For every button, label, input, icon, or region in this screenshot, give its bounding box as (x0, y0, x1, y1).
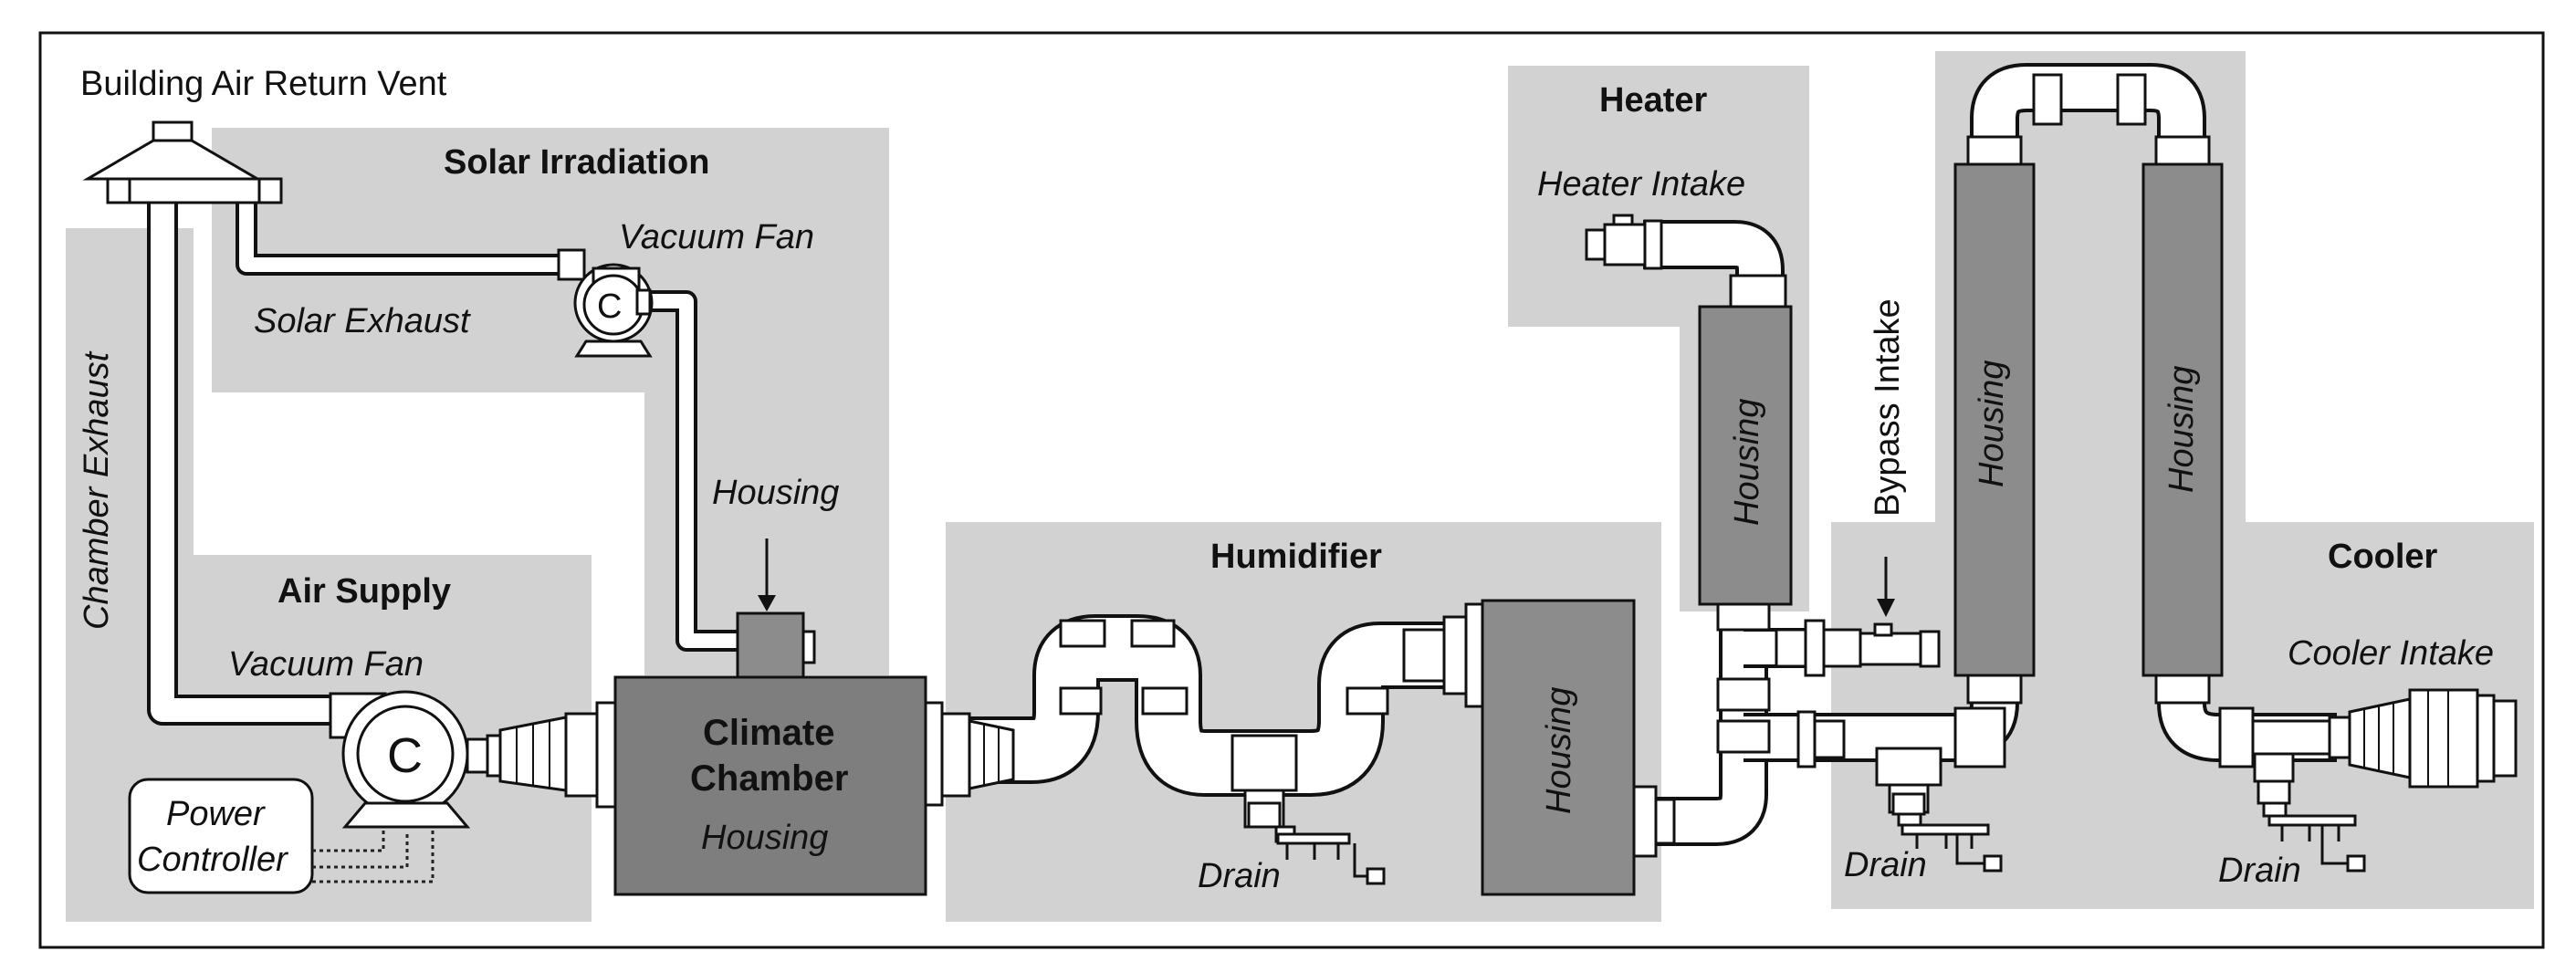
power-controller-wire-2 (312, 831, 409, 869)
tall-housing-1 (1953, 162, 2036, 677)
label-heater: Heater (1599, 81, 1707, 120)
label-drain-humidifier: Drain (1198, 857, 1281, 895)
label-housing-heater: Housing (1728, 399, 1766, 526)
solar-housing-arrow-head (758, 595, 776, 611)
label-climate-chamber-housing: Housing (701, 819, 828, 857)
solar-housing-box (736, 611, 805, 681)
label-air-supply: Air Supply (277, 572, 451, 611)
label-power: Power (166, 795, 266, 833)
middle-fittings (1716, 602, 2006, 768)
humidifier-housing-outlet (1632, 785, 1658, 858)
label-drain-middle: Drain (1844, 846, 1927, 884)
power-controller-wire-3 (312, 831, 435, 883)
solar-housing-cap (801, 630, 816, 664)
heater-housing (1698, 305, 1793, 606)
label-drain-cooler: Drain (2218, 852, 2301, 890)
chamber-outlet-reducer (940, 712, 1015, 798)
label-building-air-return-vent: Building Air Return Vent (80, 65, 447, 103)
cooler-fittings (2218, 688, 2518, 873)
tall-housing-2 (2141, 162, 2224, 677)
label-heater-intake: Heater Intake (1537, 165, 1745, 204)
diagram-frame (38, 31, 2545, 949)
power-controller-box (128, 778, 314, 894)
humidifier-drain-tee (1230, 734, 1386, 885)
label-housing-solar: Housing (712, 474, 839, 512)
label-vacuum-fan-solar: Vacuum Fan (619, 218, 814, 256)
label-solar-exhaust: Solar Exhaust (254, 302, 471, 340)
humidifier-housing (1481, 599, 1636, 896)
label-cooler-intake: Cooler Intake (2288, 634, 2494, 673)
heater-intake-fitting (1585, 214, 1787, 308)
supply-fan-c-glyph: C (387, 728, 423, 783)
humidifier-couplings (1059, 602, 1484, 716)
bypass-arrow-head (1877, 599, 1895, 617)
middle-drain-tee (1875, 747, 2003, 873)
solar-vacuum-fan: C (557, 248, 654, 358)
label-solar-irradiation: Solar Irradiation (444, 143, 709, 182)
climate-chamber-right-flange (924, 701, 944, 807)
tall-housing-fittings (1966, 73, 2211, 705)
label-housing-tall-1: Housing (1973, 361, 2011, 487)
power-controller-wire-1 (312, 831, 385, 852)
label-cooler: Cooler (2328, 538, 2438, 576)
label-housing-humidifier: Housing (1540, 687, 1578, 814)
label-housing-tall-2: Housing (2162, 366, 2201, 493)
label-vacuum-fan-supply: Vacuum Fan (228, 645, 424, 684)
label-bypass-intake: Bypass Intake (1869, 298, 1907, 517)
solar-fan-c-glyph: C (597, 287, 622, 326)
label-humidifier: Humidifier (1210, 538, 1382, 576)
building-air-return-vent (82, 120, 283, 204)
label-chamber: Chamber (690, 758, 848, 799)
label-chamber-exhaust: Chamber Exhaust (78, 350, 116, 630)
label-climate: Climate (703, 713, 835, 753)
label-controller: Controller (137, 841, 288, 879)
